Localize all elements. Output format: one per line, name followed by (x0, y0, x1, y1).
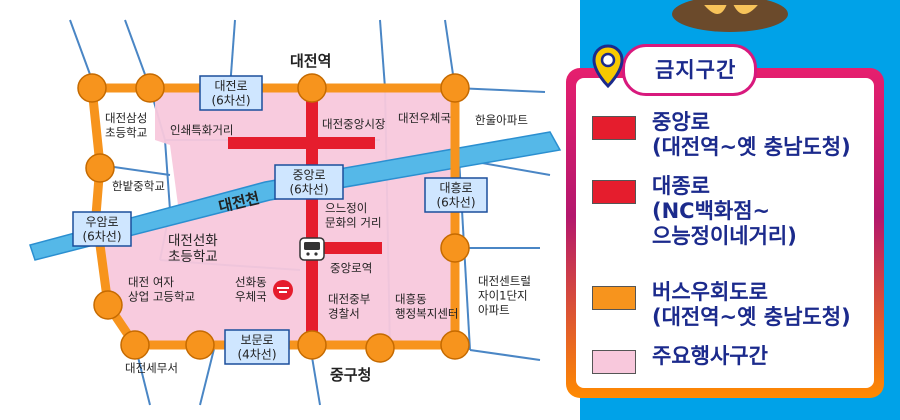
label-jungang-ro: 중앙로(6차선) (289, 168, 328, 196)
node (297, 73, 327, 103)
label-daeheung-ro: 대흥로(6차선) (436, 181, 475, 209)
node (440, 330, 470, 360)
legend-swatch-red (592, 180, 636, 204)
place-daejeon-station: 대전역 (290, 52, 331, 70)
label-bomun-ro: 보문로(4차선) (237, 333, 276, 361)
node (365, 333, 395, 363)
legend-item-jungang-ro: 중앙로 (대전역~옛 충남도청) (592, 110, 851, 160)
post-office-icon (273, 280, 293, 300)
place-post-office: 대전우체국 (398, 111, 451, 125)
place-printing-street: 인쇄특화거리 (170, 123, 233, 137)
place-tax-office: 대전세무서 (125, 361, 178, 375)
place-hanbat-middle: 한밭중학교 (112, 179, 165, 193)
legend-item-daejong-ro: 대종로 (NC백화점~ 으능정이네거리) (592, 174, 797, 249)
daejeon-stream (29, 131, 562, 261)
event-zone (100, 90, 455, 345)
node (135, 73, 165, 103)
label-daejeon-ro: 대전로(6차선) (211, 79, 250, 107)
place-junggu-office: 중구청 (330, 366, 371, 384)
place-jungang-market: 대전중앙시장 (322, 117, 386, 131)
mascot-feet-illustration (672, 0, 788, 32)
legend-text: 버스우회도로 (대전역~옛 충남도청) (652, 280, 851, 329)
legend-text: 대종로 (NC백화점~ 으능정이네거리) (652, 174, 797, 248)
location-pin-icon (592, 44, 624, 88)
place-hanul-apt: 한울아파트 (475, 113, 528, 127)
place-jungangno-station: 중앙로역 (330, 261, 372, 275)
node (85, 153, 115, 183)
legend-swatch-pink (592, 350, 636, 374)
legend-title: 금지구간 (622, 44, 758, 96)
node (440, 73, 470, 103)
subway-icon (299, 237, 325, 261)
node (120, 330, 150, 360)
legend-text: 주요행사구간 (652, 344, 768, 368)
node (440, 233, 470, 263)
node (93, 290, 123, 320)
legend-swatch-orange (592, 286, 636, 310)
node (297, 330, 327, 360)
legend-item-event-zone: 주요행사구간 (592, 344, 768, 374)
legend-swatch-red (592, 116, 636, 140)
node (185, 330, 215, 360)
intersection-nodes (77, 73, 470, 363)
legend-item-bypass: 버스우회도로 (대전역~옛 충남도청) (592, 280, 851, 330)
legend-text: 중앙로 (대전역~옛 충남도청) (652, 110, 851, 159)
road-labels: 대전로(6차선) 중앙로(6차선) 우암로(6차선) 대흥로(6차선) 보문로(… (72, 75, 488, 365)
node (77, 73, 107, 103)
label-woam-ro: 우암로(6차선) (82, 215, 121, 243)
